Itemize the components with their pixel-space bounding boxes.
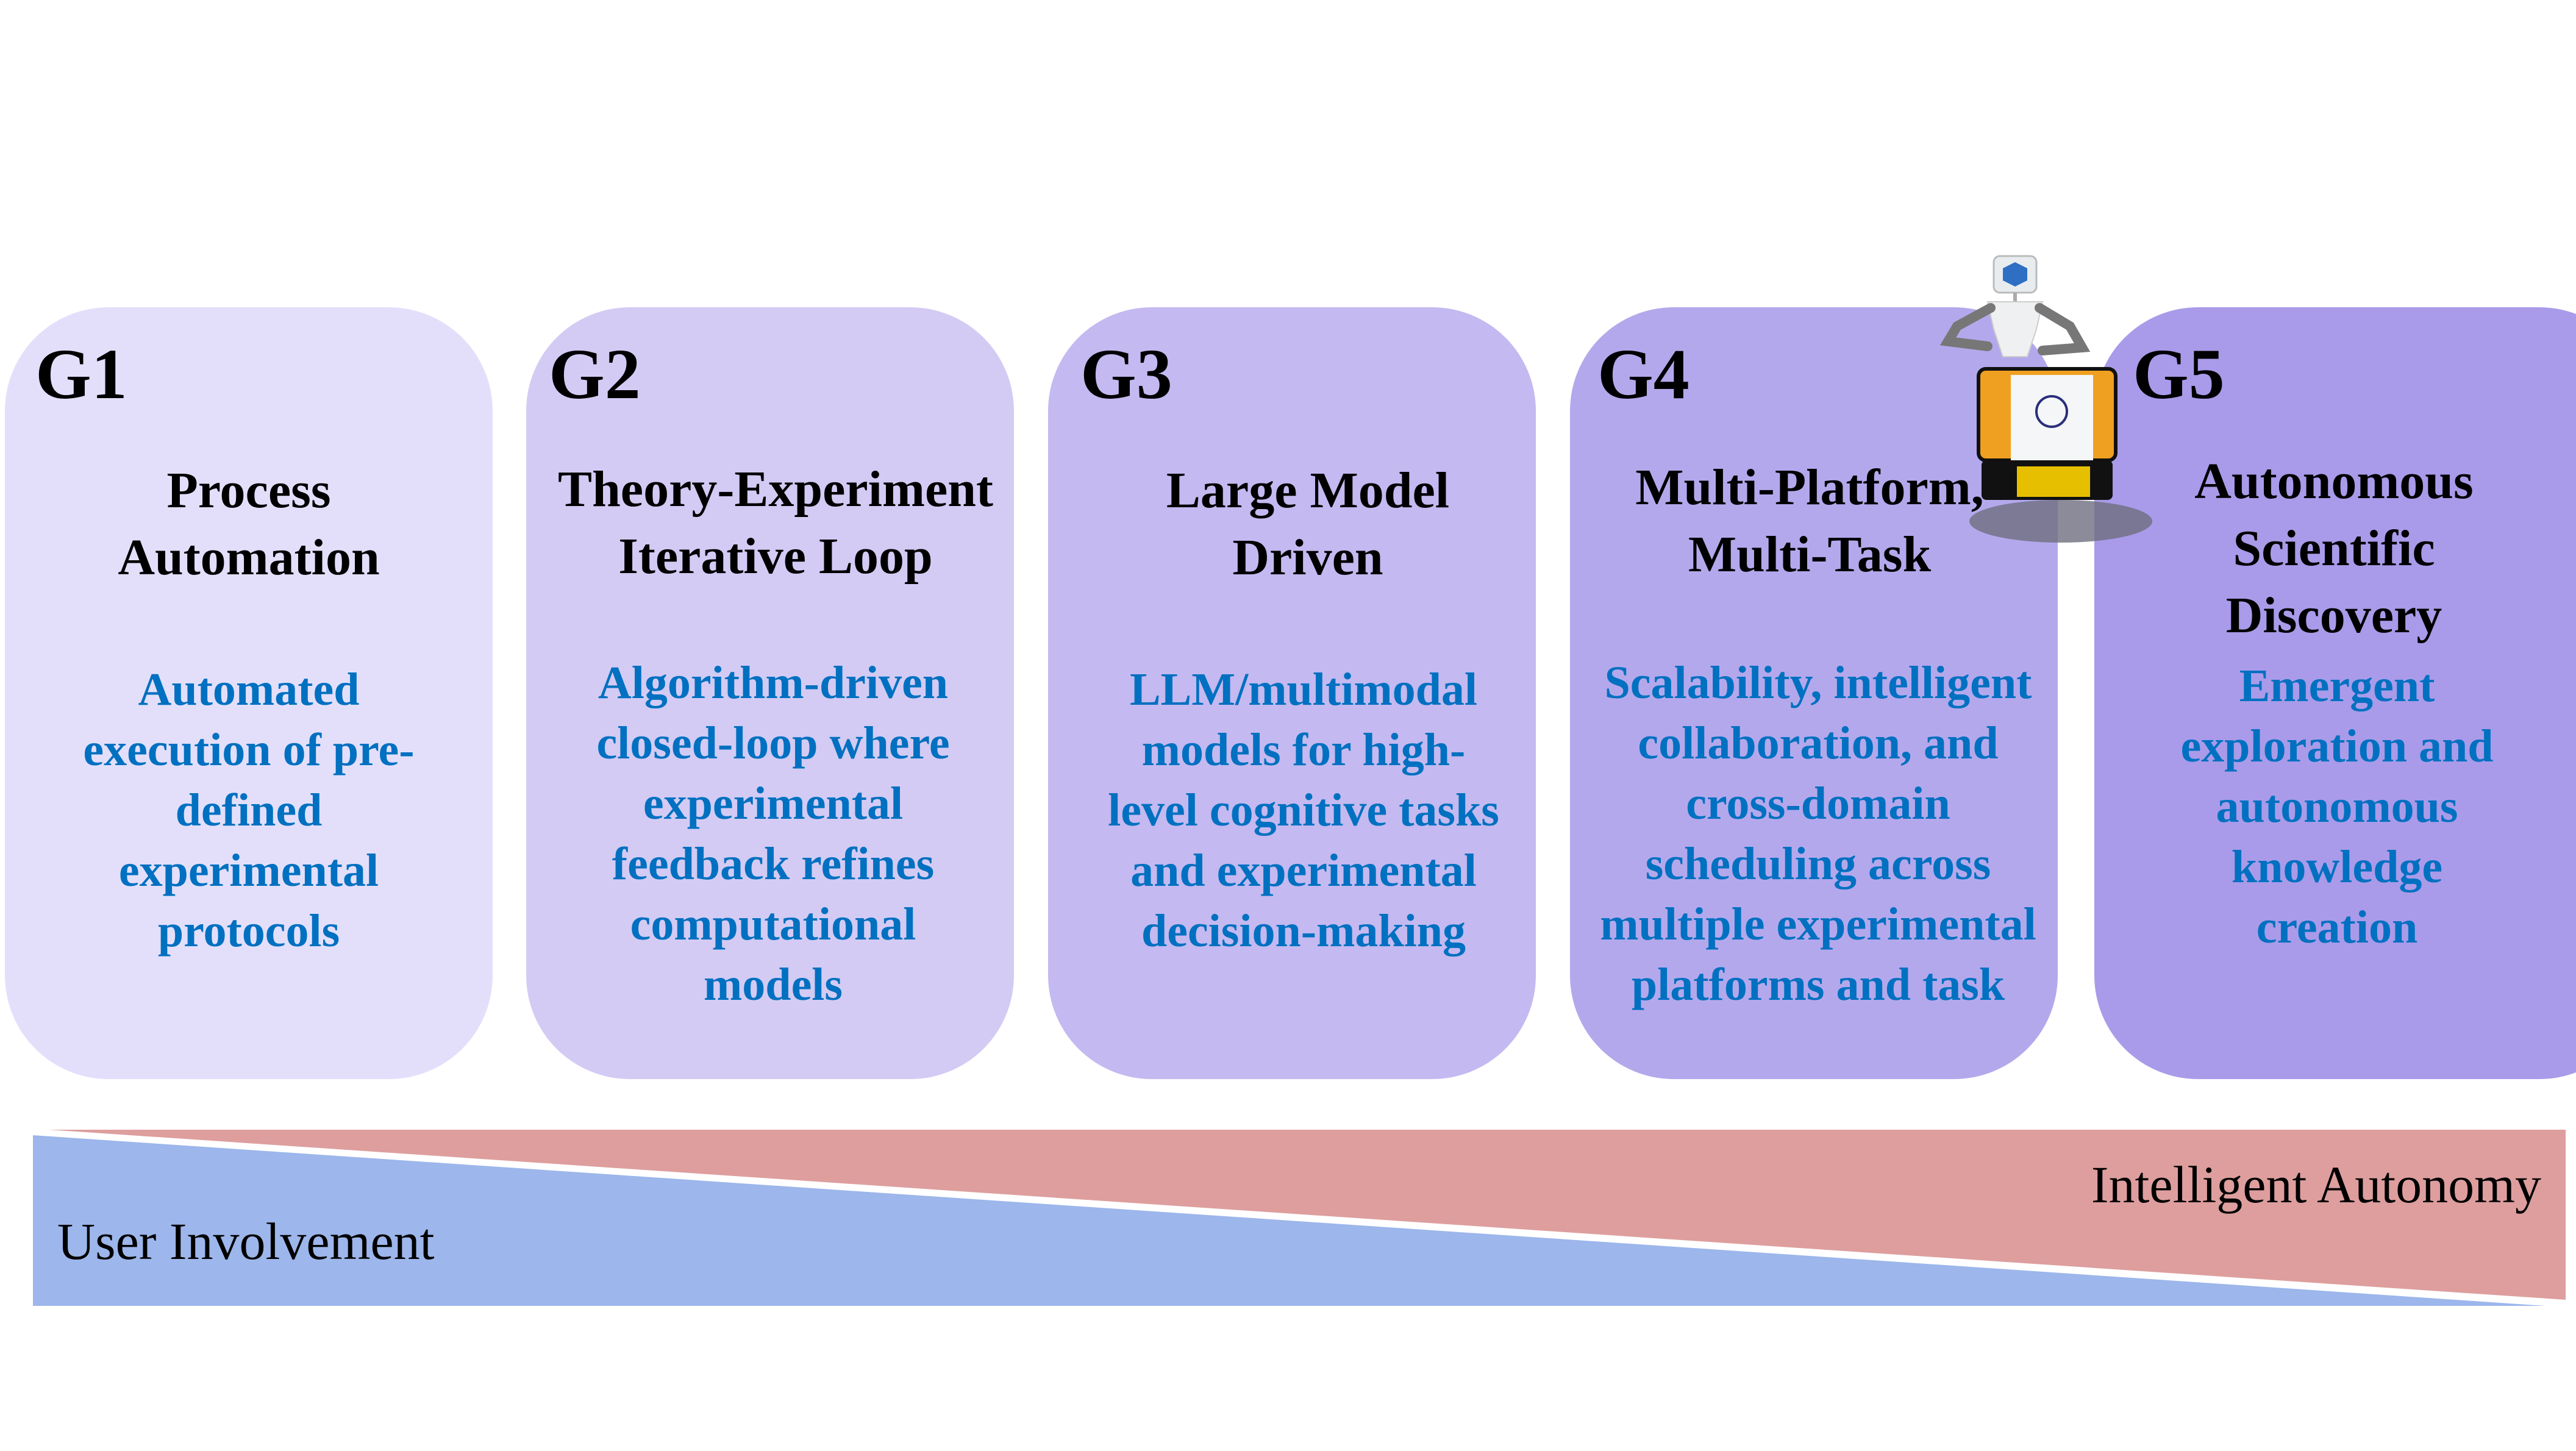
stage-label: G1: [35, 334, 127, 414]
description-line: execution of pre-: [83, 724, 415, 775]
robot-torso: [1986, 301, 2044, 357]
stage-description: LLM/multimodal models for high- level co…: [1060, 660, 1547, 961]
description-line: Algorithm-driven: [598, 657, 949, 708]
title-line: Scientific: [2233, 520, 2435, 577]
stage-title: Process Automation: [5, 457, 493, 591]
intelligent-autonomy-band: [49, 1130, 2566, 1300]
stage-card-g4: [1570, 307, 2058, 1079]
user-involvement-band: [33, 1135, 2546, 1306]
description-line: feedback refines: [612, 838, 935, 889]
title-line: Iterative Loop: [618, 528, 933, 585]
description-line: Emergent: [2239, 660, 2435, 711]
stage-description: Automated execution of pre- defined expe…: [5, 660, 493, 961]
title-line: Process: [166, 462, 331, 519]
description-line: and experimental: [1130, 845, 1477, 896]
intelligent-autonomy-label: Intelligent Autonomy: [2091, 1155, 2541, 1214]
stage-label: G4: [1597, 334, 1689, 414]
stage-title: Multi-Platform, Multi-Task: [1566, 454, 2053, 588]
description-line: models for high-: [1141, 724, 1466, 775]
stage-label: G2: [549, 334, 641, 414]
stage-description: Emergent exploration and autonomous know…: [2093, 656, 2576, 958]
description-line: creation: [2256, 902, 2418, 953]
title-line: Multi-Platform,: [1635, 459, 1984, 516]
stage-card-g5: [2094, 307, 2576, 1079]
stage-card-g3: [1048, 307, 1536, 1079]
description-line: multiple experimental: [1600, 899, 2036, 950]
stage-title: Autonomous Scientific Discovery: [2090, 448, 2576, 649]
robot-body-panel: [2011, 375, 2093, 460]
description-line: models: [704, 959, 843, 1010]
lab-robot-icon: [1939, 255, 2152, 543]
robot-shadow: [1969, 500, 2152, 543]
description-line: knowledge: [2231, 841, 2443, 893]
robot-base-yellow: [2017, 466, 2090, 497]
description-line: LLM/multimodal: [1129, 664, 1478, 715]
stage-label: G5: [2133, 334, 2225, 414]
description-line: exploration and: [2180, 721, 2494, 772]
description-line: experimental: [643, 778, 904, 829]
robot-left-arm: [1939, 303, 1996, 351]
stage-title: Theory-Experiment Iterative Loop: [532, 456, 1019, 590]
description-line: collaboration, and: [1638, 718, 1999, 769]
description-line: experimental: [118, 845, 379, 896]
title-line: Large Model: [1166, 462, 1450, 519]
description-line: defined: [175, 785, 323, 836]
stage-description: Scalability, intelligent collaboration, …: [1574, 653, 2062, 1015]
stage-card-g2: [526, 307, 1014, 1079]
title-line: Discovery: [2225, 587, 2442, 644]
title-line: Autonomous: [2194, 453, 2474, 510]
robot-right-arm: [2035, 303, 2091, 355]
description-line: decision-making: [1141, 905, 1466, 957]
title-line: Theory-Experiment: [558, 461, 993, 518]
description-line: closed-loop where: [596, 718, 950, 769]
title-line: Driven: [1232, 529, 1383, 586]
description-line: computational: [630, 899, 916, 950]
description-line: scheduling across: [1645, 838, 1991, 889]
title-line: Automation: [118, 529, 380, 586]
description-line: autonomous: [2216, 781, 2458, 832]
university-seal: [2035, 395, 2068, 428]
description-line: protocols: [157, 905, 340, 957]
description-line: Scalability, intelligent: [1604, 657, 2032, 708]
description-line: Automated: [138, 664, 360, 715]
ai-logo: [2003, 262, 2027, 287]
user-involvement-label: User Involvement: [57, 1212, 435, 1271]
title-line: Multi-Task: [1688, 526, 1932, 583]
stage-label: G3: [1080, 334, 1172, 414]
stage-title: Large Model Driven: [1064, 457, 1552, 591]
description-line: cross-domain: [1686, 778, 1950, 829]
robot-neck: [2013, 293, 2017, 304]
description-line: platforms and task: [1631, 959, 2005, 1010]
description-line: level cognitive tasks: [1108, 785, 1499, 836]
stage-card-g1: [5, 307, 493, 1079]
stage-description: Algorithm-driven closed-loop where exper…: [529, 653, 1017, 1015]
